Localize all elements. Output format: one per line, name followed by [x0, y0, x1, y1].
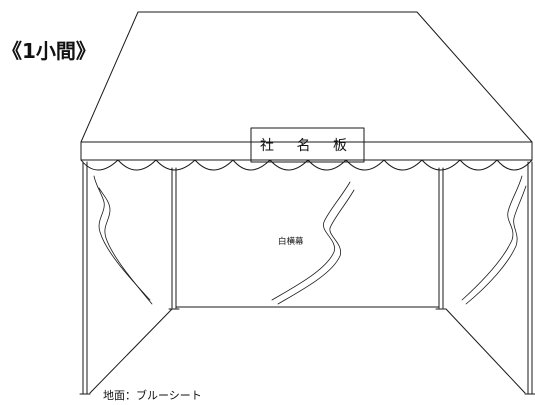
curtain-left	[93, 175, 153, 305]
company-sign-label: 社 名 板	[260, 138, 356, 154]
tent-roof	[80, 11, 533, 143]
tent-valance	[80, 141, 533, 171]
company-sign: 社 名 板	[250, 127, 365, 163]
curtain-right	[461, 175, 527, 305]
tent-poles	[79, 161, 535, 395]
tent-floor	[89, 306, 526, 394]
diagram-title: 《1小間》	[2, 39, 96, 63]
curtain-back	[271, 181, 355, 305]
ground-label: 地面：ブルーシート	[103, 388, 202, 402]
curtain-label: 白横幕	[278, 236, 304, 247]
